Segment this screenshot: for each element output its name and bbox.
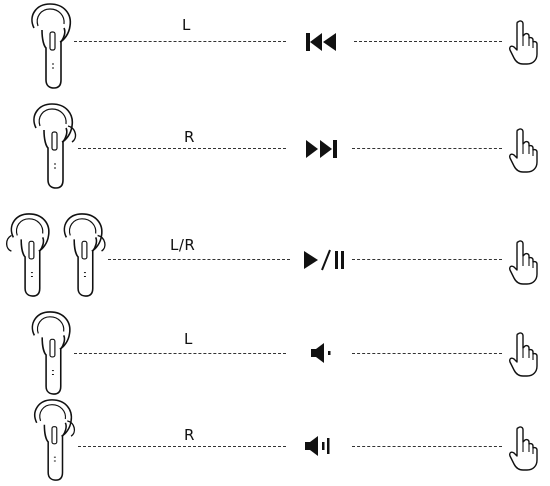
side-label: L/R	[170, 236, 196, 254]
control-row-volume-down: L	[0, 306, 550, 396]
earbud-icon	[31, 311, 71, 395]
dashed-line	[78, 148, 286, 149]
volume-down-icon	[311, 343, 331, 363]
tap-hand-icon	[509, 332, 538, 377]
side-label: R	[184, 128, 195, 146]
dashed-line	[352, 148, 502, 149]
side-label: L	[184, 330, 193, 348]
dashed-line	[108, 259, 290, 260]
next-track-icon	[306, 140, 337, 158]
dashed-line	[354, 41, 502, 42]
previous-track-icon	[306, 33, 336, 51]
earbud-icon	[5, 213, 50, 297]
side-label: L	[182, 16, 191, 34]
play-pause-icon	[304, 249, 344, 271]
tap-hand-icon	[509, 426, 538, 471]
control-row-next: R	[0, 102, 550, 192]
dashed-line	[74, 353, 286, 354]
control-row-previous: L	[0, 0, 550, 90]
earbud-icon	[31, 3, 72, 89]
control-row-play-pause: L/R	[0, 208, 550, 298]
tap-hand-icon	[509, 240, 538, 285]
dashed-line	[352, 259, 502, 260]
volume-up-icon	[305, 436, 330, 456]
tap-hand-icon	[509, 20, 538, 65]
dashed-line	[74, 41, 286, 42]
tap-hand-icon	[509, 128, 538, 173]
dashed-line	[352, 446, 502, 447]
earbud-icon	[63, 213, 106, 297]
side-label: R	[184, 426, 195, 444]
dashed-line	[78, 446, 286, 447]
dashed-line	[352, 353, 502, 354]
earbud-icon	[34, 399, 76, 481]
control-row-volume-up: R	[0, 396, 550, 486]
earbud-icon	[33, 103, 77, 189]
